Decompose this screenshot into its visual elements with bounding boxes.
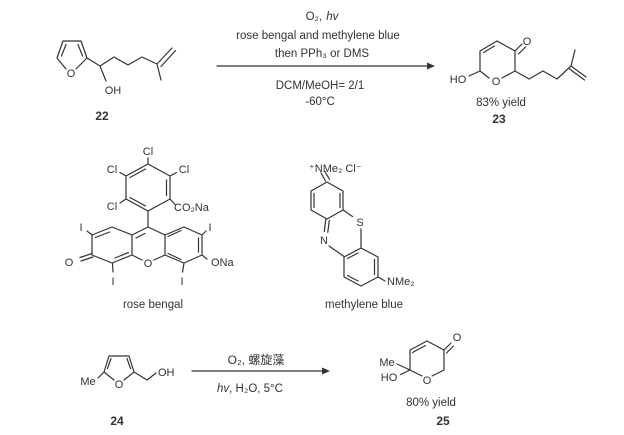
compound-24-number: 24 — [110, 414, 124, 428]
compound-22: O OH 22 — [56, 40, 177, 123]
compound-24-oh-label: OH — [158, 367, 175, 379]
compound-25-bonds — [396, 340, 445, 377]
reaction1-conditions-line3: then PPh₃ or DMS — [275, 48, 369, 60]
compound-24-furan-o-label: O — [115, 379, 124, 391]
methylene-blue-sulfur-label: S — [356, 217, 363, 229]
rose-bengal-caption: rose bengal — [123, 299, 183, 311]
rose-bengal-cl-upper-right-label: Cl — [179, 164, 189, 176]
reaction1-arrow — [216, 62, 435, 70]
methylene-blue-caption: methylene blue — [325, 299, 403, 311]
rose-bengal-carboxylate-label: CO₂Na — [174, 202, 210, 214]
compound-22-double-bonds — [60, 43, 177, 68]
compound-24: Me O OH 24 — [80, 355, 175, 428]
reaction2-arrow — [191, 367, 330, 375]
rose-bengal-phenolate-label: ONa — [211, 257, 235, 269]
reaction2-arrowhead — [322, 367, 330, 375]
compound-23-ring-o-label: O — [492, 76, 501, 88]
rose-bengal-iodine-upper-right-label: I — [208, 222, 211, 234]
rose-bengal-cl-top-label: Cl — [143, 146, 153, 158]
compound-24-methyl-label: Me — [80, 376, 95, 388]
compound-23: HO O O 83% yield 23 — [450, 36, 587, 126]
rose-bengal-iodine-lower-left-label: I — [111, 276, 114, 288]
reaction1-conditions-line1: O₂,hv — [306, 11, 340, 23]
reaction1-temperature: -60°C — [305, 96, 335, 108]
reaction1-conditions-line2: rose bengal and methylene blue — [236, 30, 400, 42]
compound-24-bonds — [97, 355, 157, 381]
compound-23-ketone-o-label: O — [523, 36, 532, 48]
rose-bengal-cl-upper-left-label: Cl — [107, 164, 117, 176]
reaction2-light: hv — [217, 383, 230, 395]
rose-bengal-cl-lower-left-label: Cl — [107, 201, 117, 213]
reaction1-conditions: O₂,hv rose bengal and methylene blue the… — [236, 11, 400, 108]
rose-bengal-structure: Cl Cl Cl Cl CO₂Na I I I I O O ONa rose b… — [65, 146, 235, 311]
reaction2-conditions: O₂, 螺旋藻 hv, H₂O, 5°C — [217, 353, 284, 395]
compound-25-ketone-o-label: O — [453, 332, 462, 344]
reaction2-conditions-line2-rest: , H₂O, 5°C — [229, 383, 283, 395]
compound-22-oh-label: OH — [105, 85, 122, 97]
methylene-blue-dimethylamino-label: NMe₂ — [387, 276, 415, 288]
compound-22-furan-o-label: O — [67, 68, 76, 80]
rose-bengal-bonds — [86, 157, 208, 273]
reaction1-solvent: DCM/MeOH= 2/1 — [276, 80, 365, 92]
compound-24-double-bonds — [106, 357, 132, 370]
methylene-blue-structure: ⁺NMe₂ Cl⁻ S N NMe₂ methylene blue — [309, 163, 415, 311]
reaction2-conditions-line1: O₂, 螺旋藻 — [228, 353, 285, 367]
methylene-blue-bonds — [310, 181, 386, 287]
rose-bengal-iodine-lower-right-label: I — [180, 276, 183, 288]
compound-25-number: 25 — [436, 414, 450, 428]
compound-25: Me HO O O 80% yield 25 — [379, 332, 461, 428]
reaction2-conditions-line2: hv, H₂O, 5°C — [217, 383, 283, 395]
compound-25-yield: 80% yield — [406, 397, 456, 409]
rose-bengal-ketone-o-label: O — [65, 257, 74, 269]
compound-22-bonds — [56, 40, 173, 82]
rose-bengal-double-bonds — [79, 168, 200, 262]
compound-23-double-bonds — [482, 43, 586, 81]
compound-23-yield: 83% yield — [476, 97, 526, 109]
rose-bengal-ether-o-label: O — [144, 258, 153, 270]
compound-25-ring-o-label: O — [423, 375, 432, 387]
compound-22-number: 22 — [95, 109, 109, 123]
compound-23-number: 23 — [492, 112, 506, 126]
compound-23-bonds — [468, 40, 587, 80]
compound-25-methyl-label: Me — [379, 357, 394, 369]
reaction1-arrowhead — [427, 62, 435, 70]
methylene-blue-nitrogen-label: N — [320, 235, 328, 247]
reaction1-light: hv — [326, 11, 339, 23]
rose-bengal-iodine-upper-left-label: I — [79, 222, 82, 234]
compound-25-ho-label: HO — [381, 372, 398, 384]
compound-25-double-bonds — [411, 342, 455, 354]
compound-23-ho-label: HO — [450, 74, 467, 86]
methylene-blue-double-bonds — [313, 170, 376, 282]
methylene-blue-iminium-label: ⁺NMe₂ Cl⁻ — [309, 163, 362, 175]
reaction1-oxygen: O₂, — [306, 11, 323, 23]
